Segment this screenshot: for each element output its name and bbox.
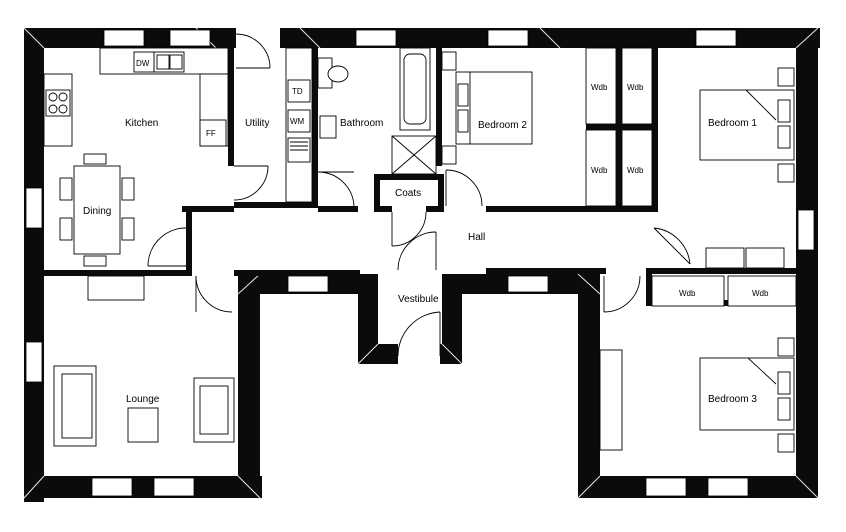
- lounge-furniture: [53, 275, 235, 447]
- bedroom2-label: Bedroom 2: [478, 120, 527, 131]
- wardrobe-label-5: Wdb: [679, 289, 696, 298]
- wardrobe-label-4: Wdb: [627, 166, 644, 175]
- lounge-label: Lounge: [126, 394, 160, 405]
- wardrobes-upper: [585, 47, 653, 207]
- kitchen-units: [43, 47, 229, 147]
- kitchen-label: Kitchen: [125, 118, 158, 129]
- wardrobe-label-3: Wdb: [591, 166, 608, 175]
- fridge-freezer-label: FF: [206, 129, 216, 138]
- bedroom3-label: Bedroom 3: [708, 394, 757, 405]
- bedroom1-furniture: [699, 67, 795, 269]
- bathroom-label: Bathroom: [340, 118, 383, 129]
- dining-table: [59, 153, 135, 267]
- wardrobes-lower: [651, 275, 797, 307]
- wardrobe-label-2: Wdb: [627, 83, 644, 92]
- wardrobe-label-6: Wdb: [752, 289, 769, 298]
- tumble-dryer-label: TD: [292, 87, 303, 96]
- fixture-labels: DW FF TD WM Wdb Wdb Wdb Wdb Wdb Wdb: [136, 59, 769, 298]
- dishwasher-label: DW: [136, 59, 150, 68]
- hall-label: Hall: [468, 232, 485, 243]
- bedroom2-furniture: [441, 51, 533, 165]
- vestibule-label: Vestibule: [398, 294, 439, 305]
- washing-machine-label: WM: [290, 117, 305, 126]
- bedroom3-furniture: [599, 337, 795, 453]
- utility-units: [285, 47, 313, 203]
- internal-walls: [44, 48, 796, 306]
- doors: [147, 33, 691, 357]
- coats-label: Coats: [395, 188, 421, 199]
- dining-label: Dining: [83, 206, 111, 217]
- utility-label: Utility: [245, 118, 269, 129]
- bedroom1-label: Bedroom 1: [708, 118, 757, 129]
- bathroom-fixtures: [317, 47, 437, 175]
- wardrobe-label-1: Wdb: [591, 83, 608, 92]
- windows: [25, 29, 815, 497]
- room-labels: Kitchen Dining Utility Bathroom Bedroom …: [83, 118, 757, 405]
